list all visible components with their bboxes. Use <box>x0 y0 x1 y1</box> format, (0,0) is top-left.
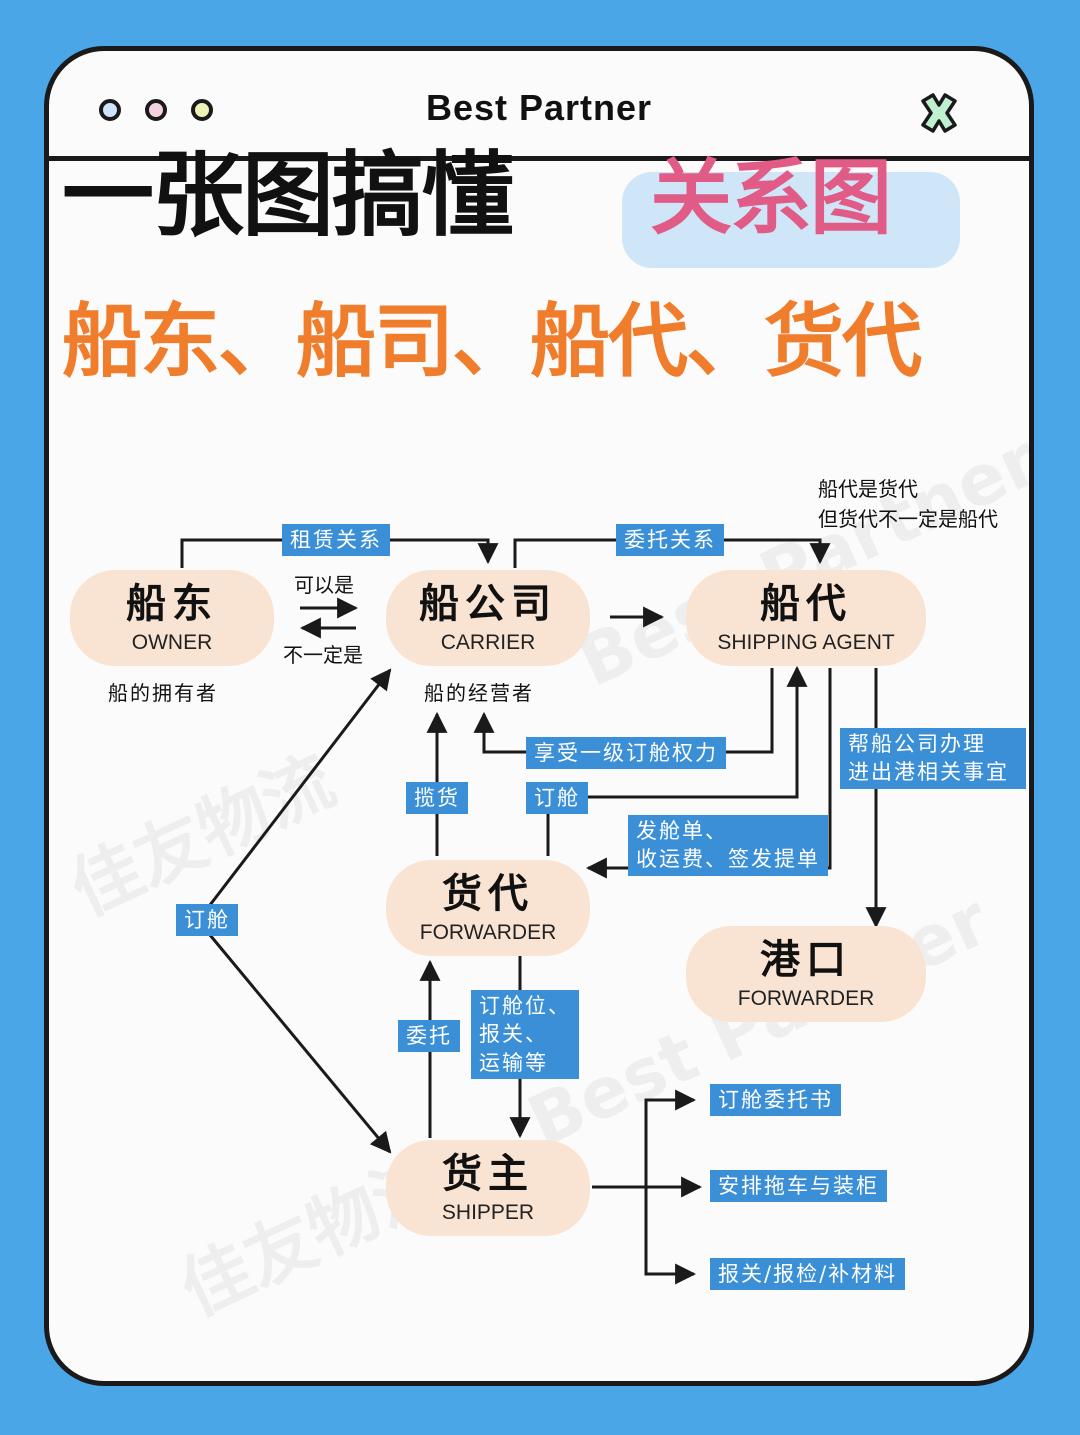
subtitle: 船东、船司、船代、货代 <box>62 295 922 388</box>
label-port-help: 帮船公司办理 进出港相关事宜 <box>840 728 1026 789</box>
label-out-2: 安排拖车与装柜 <box>710 1170 887 1203</box>
window-dot-yellow[interactable] <box>191 99 213 121</box>
title-highlight: 关系图 <box>650 151 892 246</box>
carrier-desc: 船的经营者 <box>424 681 534 705</box>
label-port-help-1: 帮船公司办理 <box>848 732 986 756</box>
node-owner[interactable]: 船东 OWNER <box>70 570 274 666</box>
node-agent-en: SHIPPING AGENT <box>717 631 895 654</box>
label-first-booking: 享受一级订舱权力 <box>526 737 726 770</box>
node-shipper-zh: 货主 <box>442 1151 534 1197</box>
node-carrier-zh: 船公司 <box>419 581 557 627</box>
node-port-en: FORWARDER <box>737 987 875 1010</box>
label-entrust-relation: 委托关系 <box>616 524 724 557</box>
node-port-zh: 港口 <box>760 937 852 983</box>
node-agent-zh: 船代 <box>760 581 852 627</box>
node-port[interactable]: 港口 FORWARDER <box>686 926 926 1022</box>
label-fw-task-2: 报关、 <box>479 1022 548 1047</box>
label-book: 订舱 <box>526 782 588 815</box>
node-owner-zh: 船东 <box>126 581 218 627</box>
label-issue-2: 收运费、签发提单 <box>636 847 820 872</box>
label-issue: 发舱单、 收运费、签发提单 <box>628 815 828 876</box>
node-forwarder[interactable]: 货代 FORWARDER <box>386 860 590 956</box>
agent-note-2: 但货代不一定是船代 <box>818 507 998 531</box>
node-owner-en: OWNER <box>131 631 213 654</box>
node-carrier-en: CARRIER <box>440 631 536 654</box>
title-bar: Best Partner <box>49 51 1029 161</box>
window-title: Best Partner <box>425 87 653 128</box>
title-highlight-bg <box>622 172 960 268</box>
node-shipper-en: SHIPPER <box>441 1201 535 1224</box>
node-shipper[interactable]: 货主 SHIPPER <box>386 1140 590 1236</box>
node-agent[interactable]: 船代 SHIPPING AGENT <box>686 570 926 666</box>
label-book-left: 订舱 <box>176 904 238 937</box>
node-carrier[interactable]: 船公司 CARRIER <box>386 570 590 666</box>
label-out-3: 报关/报检/补材料 <box>710 1258 906 1291</box>
node-forwarder-zh: 货代 <box>442 871 534 917</box>
label-issue-1: 发舱单、 <box>636 819 728 843</box>
agent-note-1: 船代是货代 <box>818 477 918 501</box>
text-not-necessarily: 不一定是 <box>283 643 363 667</box>
label-solicit: 揽货 <box>406 782 468 815</box>
close-icon[interactable] <box>917 91 961 135</box>
window-dot-pink[interactable] <box>145 99 167 121</box>
main-title: 一张图搞懂 <box>62 142 514 249</box>
label-forwarder-tasks: 订舱位、 报关、 运输等 <box>471 990 579 1080</box>
label-entrust: 委托 <box>398 1020 460 1053</box>
node-forwarder-en: FORWARDER <box>419 921 557 944</box>
label-out-1: 订舱委托书 <box>710 1084 841 1117</box>
owner-desc: 船的拥有者 <box>108 681 218 705</box>
label-port-help-2: 进出港相关事宜 <box>848 760 1009 785</box>
text-can-be: 可以是 <box>294 573 354 597</box>
label-lease: 租赁关系 <box>282 524 390 557</box>
label-fw-task-1: 订舱位、 <box>479 994 571 1018</box>
window-dot-blue[interactable] <box>99 99 121 121</box>
label-fw-task-3: 运输等 <box>479 1050 548 1075</box>
